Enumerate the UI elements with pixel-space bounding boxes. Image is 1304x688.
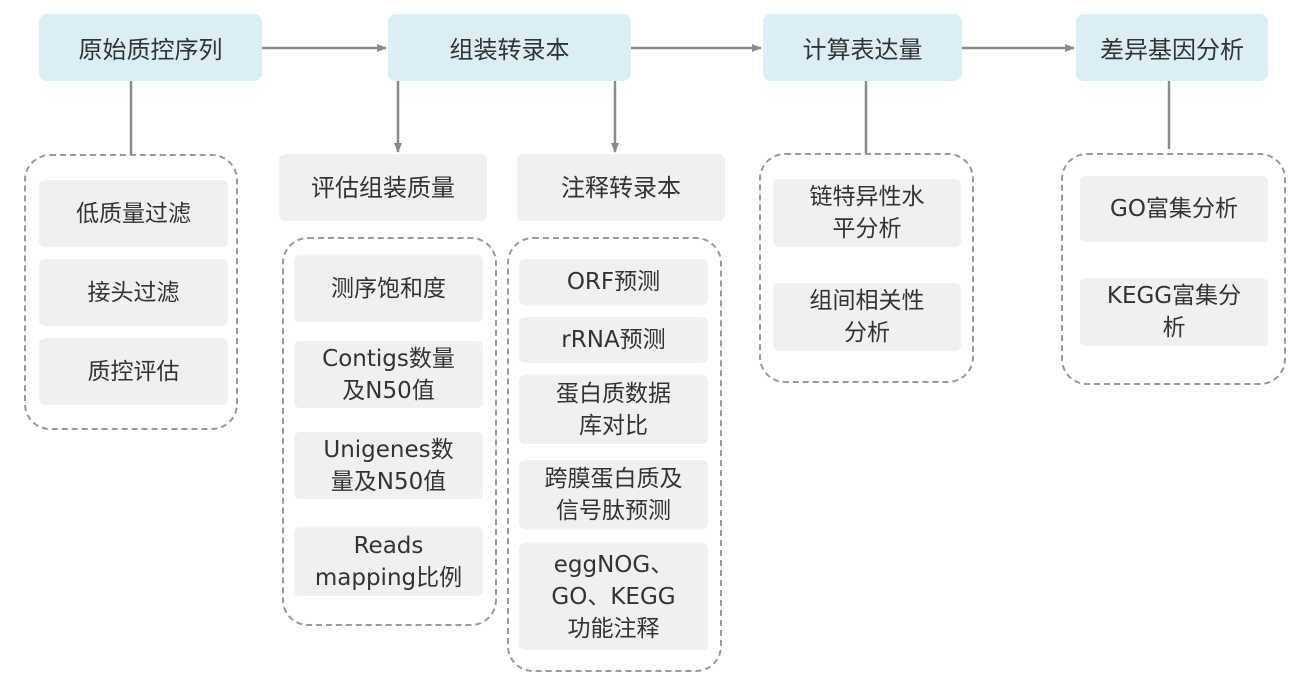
stage-label: 差异基因分析 [1100, 36, 1244, 64]
stage-raw-qc: 原始质控序列 [39, 14, 262, 81]
annot-header: 注释转录本 [517, 154, 725, 221]
deg-item: GO富集分析 [1080, 176, 1268, 242]
annot-item: 跨膜蛋白质及 信号肽预测 [519, 460, 708, 529]
eval-item: 测序饱和度 [294, 255, 483, 322]
stage-label: 组装转录本 [449, 36, 570, 64]
annot-item: 蛋白质数据 库对比 [519, 375, 708, 444]
expression-group [759, 153, 974, 383]
annot-item: eggNOG、 GO、KEGG 功能注释 [519, 543, 708, 650]
eval-item: Reads mapping比例 [294, 527, 483, 596]
qc-item: 质控评估 [39, 338, 228, 405]
qc-item: 接头过滤 [39, 259, 228, 326]
eval-item: Contigs数量 及N50值 [294, 341, 483, 408]
expression-item: 链特异性水 平分析 [773, 179, 961, 247]
annot-group [507, 237, 722, 672]
deg-item: KEGG富集分 析 [1080, 278, 1268, 346]
deg-group [1061, 153, 1286, 385]
stage-assembly: 组装转录本 [388, 14, 631, 81]
stage-label: 原始质控序列 [78, 36, 223, 64]
eval-header: 评估组装质量 [279, 154, 487, 221]
annot-item: rRNA预测 [519, 317, 708, 363]
stage-expression: 计算表达量 [763, 14, 962, 81]
expression-item: 组间相关性 分析 [773, 283, 961, 351]
stage-deg: 差异基因分析 [1076, 14, 1268, 81]
eval-item: Unigenes数 量及N50值 [294, 432, 483, 499]
stage-label: 计算表达量 [802, 36, 923, 64]
eval-group [282, 237, 497, 626]
qc-item: 低质量过滤 [39, 180, 228, 247]
qc-group [24, 154, 238, 430]
annot-item: ORF预测 [519, 259, 708, 305]
